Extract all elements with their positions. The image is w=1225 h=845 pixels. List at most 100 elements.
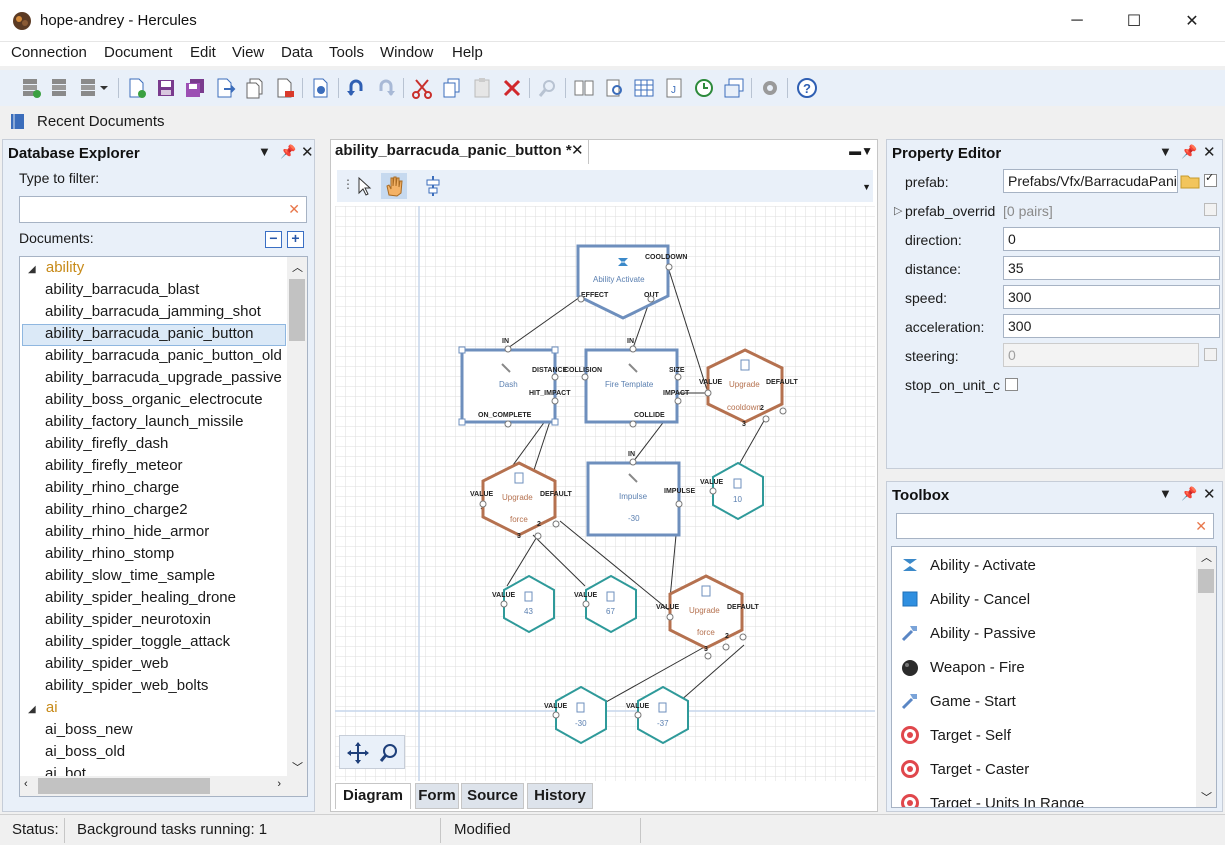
scroll-up-icon[interactable]: ︿ xyxy=(1201,552,1212,564)
tree-item[interactable]: ability_barracuda_blast xyxy=(45,281,200,298)
undo-icon[interactable] xyxy=(345,77,367,99)
clear-filter-icon[interactable]: ✕ xyxy=(1195,518,1207,534)
expand-arrow-icon[interactable]: ▷ xyxy=(894,205,903,217)
scroll-thumb[interactable] xyxy=(289,279,305,341)
settings-icon[interactable] xyxy=(759,77,781,99)
expand-all-button[interactable]: + xyxy=(287,231,304,248)
prefab-field[interactable]: Prefabs/Vfx/BarracudaPanicB xyxy=(1003,169,1178,193)
close-panel-icon[interactable]: ✕ xyxy=(301,144,314,161)
tree-item[interactable]: ability_firefly_dash xyxy=(45,435,169,452)
paste-icon[interactable] xyxy=(471,77,493,99)
pin-icon[interactable]: 📌 xyxy=(1181,486,1198,501)
tree-item[interactable]: ability_firefly_meteor xyxy=(45,457,183,474)
publish-icon[interactable] xyxy=(310,77,332,99)
delete-icon[interactable] xyxy=(501,77,523,99)
tree-item[interactable]: ability_barracuda_upgrade_passive xyxy=(45,369,282,386)
menu-data[interactable]: Data xyxy=(281,44,313,61)
tree-item[interactable]: ability_spider_web_bolts xyxy=(45,677,209,694)
db-stack-icon[interactable] xyxy=(48,77,70,99)
tree-item[interactable]: ability_slow_time_sample xyxy=(45,567,216,584)
zoom-icon[interactable] xyxy=(378,742,400,764)
move-icon[interactable] xyxy=(346,741,370,765)
scroll-left-icon[interactable]: ‹ xyxy=(24,778,28,790)
close-panel-icon[interactable]: ✕ xyxy=(1203,144,1216,161)
node-upgrade-cooldown[interactable]: Upgrade cooldown VALUE DEFAULT 2 3 xyxy=(699,348,798,428)
menu-connection[interactable]: Connection xyxy=(11,44,87,61)
tree-item[interactable]: ability_rhino_charge xyxy=(45,479,180,496)
tree-item[interactable]: ability_spider_toggle_attack xyxy=(45,633,231,650)
toolbox-scrollbar[interactable]: ︿ ﹀ xyxy=(1196,547,1216,807)
db-icon[interactable] xyxy=(20,77,42,99)
node-impulse[interactable]: Impulse -30 IN IMPULSE xyxy=(586,451,695,537)
tree-item[interactable]: ability_spider_web xyxy=(45,655,169,672)
pointer-tool-icon[interactable] xyxy=(354,176,374,196)
tree-item[interactable]: ability_rhino_hide_armor xyxy=(45,523,210,540)
toolbox-item[interactable]: Ability - Passive xyxy=(892,617,1192,651)
diagram-canvas[interactable]: Ability Activate COOLDOWN EFFECT OUT Das… xyxy=(335,206,875,781)
preview-icon[interactable] xyxy=(603,77,625,99)
collapse-all-button[interactable]: − xyxy=(265,231,282,248)
tree-item[interactable]: ability_barracuda_jamming_shot xyxy=(45,303,261,320)
prefab-checkbox[interactable]: ✓ xyxy=(1204,172,1217,187)
node-value-10[interactable]: 10 VALUE xyxy=(700,461,764,521)
toolbox-item[interactable]: Ability - Cancel xyxy=(892,583,1192,617)
steering-field[interactable]: 0 xyxy=(1003,343,1199,367)
tree-item-selected[interactable]: ability_barracuda_panic_button xyxy=(22,324,286,346)
compare-icon[interactable] xyxy=(573,77,595,99)
tree-item[interactable]: ability_boss_organic_electrocute xyxy=(45,391,263,408)
minimize-button[interactable]: ─ xyxy=(1071,12,1083,29)
tree-group-ai[interactable]: ◢ ai xyxy=(28,699,58,716)
history-icon[interactable] xyxy=(693,77,715,99)
redo-icon[interactable] xyxy=(375,77,397,99)
toolbox-item[interactable]: Target - Caster xyxy=(892,753,1192,787)
tree-item[interactable]: ai_boss_old xyxy=(45,743,126,760)
tab-diagram[interactable]: Diagram xyxy=(335,783,411,809)
window-icon[interactable] xyxy=(723,77,745,99)
toolbox-item[interactable]: Target - Self xyxy=(892,719,1192,753)
find-icon[interactable] xyxy=(537,77,559,99)
pin-icon[interactable]: 📌 xyxy=(1181,144,1198,159)
toolbox-item[interactable]: Game - Start xyxy=(892,685,1192,719)
scroll-thumb[interactable] xyxy=(1198,569,1214,593)
acceleration-field[interactable]: 300 xyxy=(1003,314,1220,338)
tree-item[interactable]: ability_rhino_stomp xyxy=(45,545,175,562)
node-value-43[interactable]: 43 VALUE xyxy=(492,574,555,634)
folder-icon[interactable] xyxy=(1180,172,1200,190)
speed-field[interactable]: 300 xyxy=(1003,285,1220,309)
script-icon[interactable]: J xyxy=(663,77,685,99)
tree-horizontal-scrollbar[interactable]: ‹ › xyxy=(20,776,307,796)
pin-icon[interactable]: 📌 xyxy=(280,144,297,159)
menu-help[interactable]: Help xyxy=(452,44,483,61)
toolbox-filter-input[interactable]: ✕ xyxy=(896,513,1214,539)
new-document-icon[interactable] xyxy=(126,77,148,99)
close-panel-icon[interactable]: ✕ xyxy=(1203,486,1216,503)
recent-documents-button[interactable]: Recent Documents xyxy=(37,113,165,130)
menu-document[interactable]: Document xyxy=(104,44,173,61)
node-value-minus-30[interactable]: -30 VALUE xyxy=(544,685,607,745)
menu-edit[interactable]: Edit xyxy=(190,44,216,61)
node-upgrade-force-2[interactable]: Upgrade force VALUE DEFAULT 2 3 xyxy=(656,574,759,660)
export-icon[interactable] xyxy=(214,77,236,99)
node-dash[interactable]: Dash IN DISTANCE HIT_IMPACT ON_COMPLETE xyxy=(458,338,571,428)
menu-view[interactable]: View xyxy=(232,44,265,61)
node-upgrade-force[interactable]: Upgrade force VALUE DEFAULT 2 3 xyxy=(470,461,572,540)
document-menu-icon[interactable]: ▬▼ xyxy=(849,144,873,158)
pan-tool-icon[interactable] xyxy=(381,173,407,199)
scroll-right-icon[interactable]: › xyxy=(277,778,281,790)
panel-menu-icon[interactable]: ▼ xyxy=(1159,486,1172,501)
expand-arrow-icon[interactable]: ◢ xyxy=(28,264,36,275)
help-icon[interactable]: ? xyxy=(796,77,818,99)
stop-on-unit-checkbox[interactable] xyxy=(1005,378,1018,391)
tab-history[interactable]: History xyxy=(527,783,593,809)
clear-filter-icon[interactable]: ✕ xyxy=(288,201,300,217)
tree-item[interactable]: ability_rhino_charge2 xyxy=(45,501,188,518)
align-tool-icon[interactable] xyxy=(423,175,443,197)
panel-menu-icon[interactable]: ▼ xyxy=(1159,144,1172,159)
copy-document-icon[interactable] xyxy=(244,77,266,99)
toolbox-item[interactable]: Weapon - Fire xyxy=(892,651,1192,685)
filter-input[interactable]: ✕ xyxy=(19,196,307,223)
tab-form[interactable]: Form xyxy=(415,783,459,809)
toolbar-overflow-icon[interactable]: ▼ xyxy=(862,182,871,192)
tree-vertical-scrollbar[interactable]: ︿ ﹀ xyxy=(287,257,307,777)
db-dropdown-icon[interactable] xyxy=(78,77,112,99)
